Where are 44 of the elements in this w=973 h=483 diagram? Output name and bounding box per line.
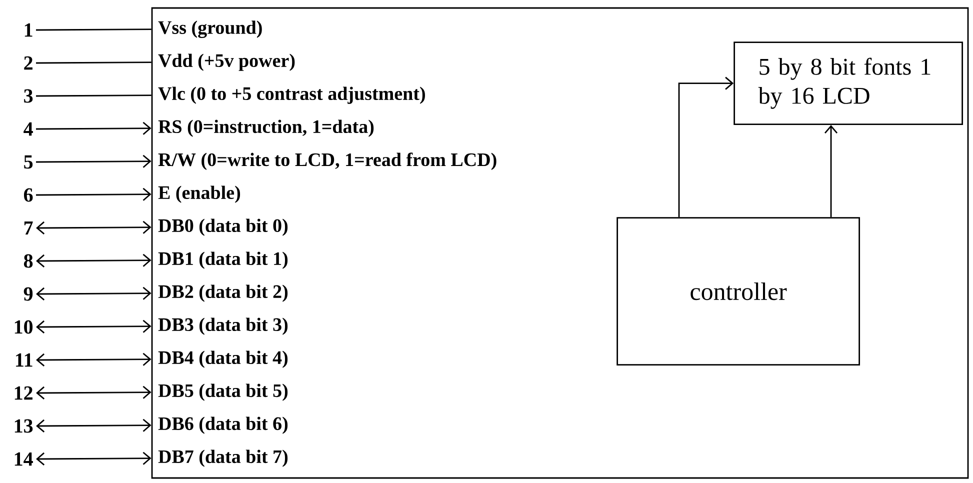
arrow	[36, 320, 152, 334]
pin-number: 13	[14, 419, 33, 433]
pin-number: 5	[24, 155, 33, 169]
pin-number: 10	[14, 320, 33, 334]
arrow	[36, 452, 152, 466]
pin-number: 3	[24, 89, 33, 103]
arrow	[36, 254, 152, 268]
pin-label: DB7 (data bit 7)	[158, 450, 288, 467]
pin-label: DB4 (data bit 4)	[158, 350, 288, 368]
pin-label: R/W (0=write to LCD, 1=read from LCD)	[158, 152, 496, 170]
arrow	[824, 125, 838, 218]
pin-label: DB2 (data bit 2)	[158, 284, 288, 302]
pin-number: 11	[16, 353, 32, 367]
pin-number: 9	[24, 287, 33, 301]
arrow	[36, 220, 152, 234]
pin-number: 12	[14, 386, 32, 400]
pin-number: 1	[24, 23, 32, 37]
pin-label: DB0 (data bit 0)	[158, 218, 288, 236]
arrow	[36, 286, 152, 300]
pin-number: 7	[24, 221, 33, 235]
pin-number: 8	[24, 254, 33, 268]
pin-label: Vss (ground)	[158, 20, 262, 38]
pin-label: Vlc (0 to +5 contrast adjustment)	[158, 86, 425, 104]
arrow	[36, 154, 152, 168]
pin-label: DB3 (data bit 3)	[158, 318, 288, 335]
arrow	[36, 122, 152, 135]
pin-number: 14	[14, 452, 33, 466]
pin-label: RS (0=instruction, 1=data)	[158, 120, 374, 137]
display-box: 5 by 8 bit fonts 1 by 16 LCD	[734, 42, 963, 125]
pin-number: 2	[24, 56, 32, 70]
pin-label: E (enable)	[158, 186, 240, 203]
arrow	[36, 352, 152, 366]
pin-number: 6	[24, 188, 33, 202]
pin-label: DB5 (data bit 5)	[158, 384, 288, 401]
pin-label: DB1 (data bit 1)	[158, 252, 288, 269]
pin-number: 4	[24, 122, 33, 136]
module-box	[151, 7, 969, 479]
arrow	[36, 188, 152, 201]
pin-label: Vdd (+5v power)	[158, 54, 295, 71]
pin-label: DB6 (data bit 6)	[158, 416, 288, 434]
arrow	[36, 418, 152, 432]
arrow	[36, 386, 152, 400]
arrow	[678, 76, 734, 218]
controller-box: controller	[616, 217, 860, 366]
